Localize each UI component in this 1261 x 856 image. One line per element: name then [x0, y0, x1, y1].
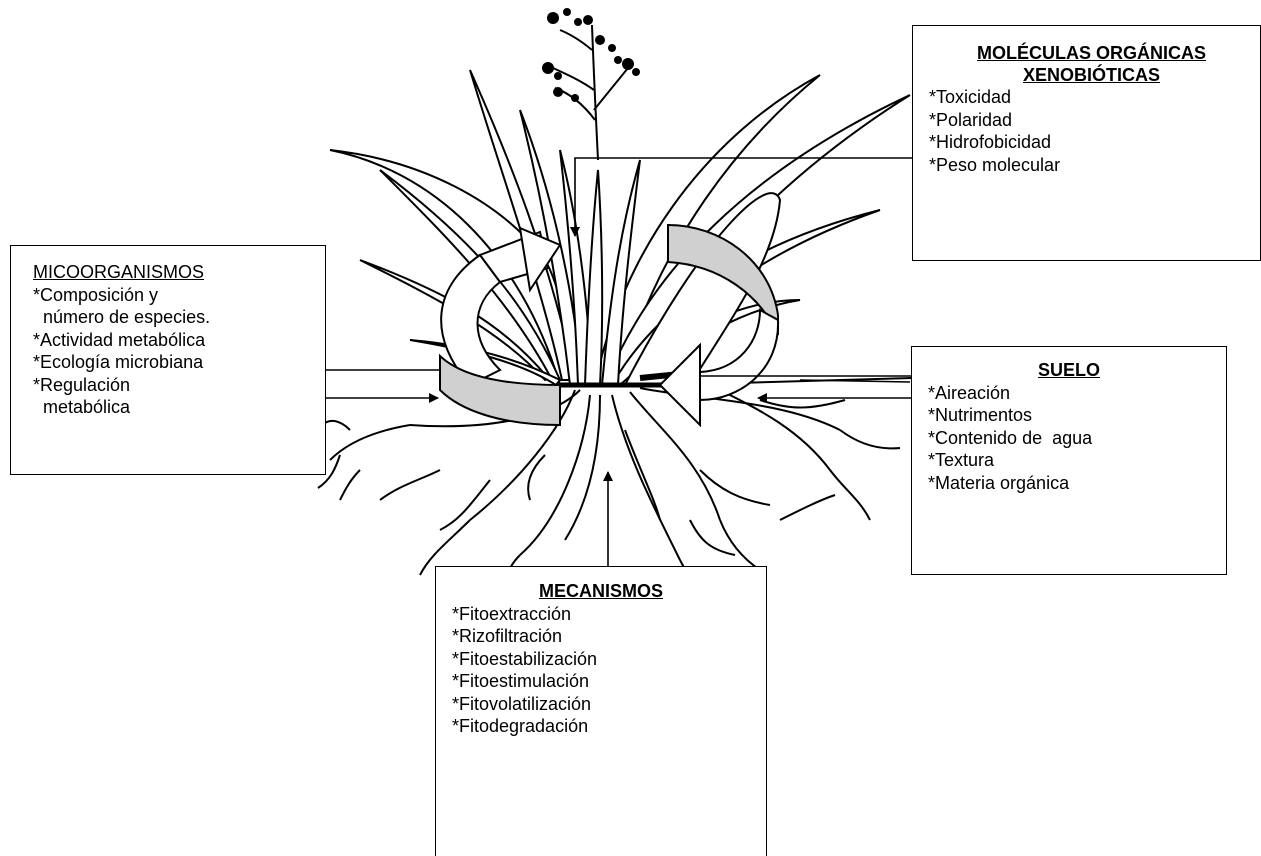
list-item: *Peso molecular — [929, 154, 1260, 177]
list-item: *Polaridad — [929, 109, 1260, 132]
list-item: *Nutrimentos — [928, 404, 1226, 427]
list-item: *Hidrofobicidad — [929, 131, 1260, 154]
list-item: *Ecología microbiana — [33, 351, 325, 374]
molecules-list: *Toxicidad *Polaridad *Hidrofobicidad *P… — [929, 86, 1260, 176]
flower-stalk — [553, 25, 628, 160]
list-item: *Fitodegradación — [452, 715, 766, 738]
soil-title: SUELO — [912, 359, 1226, 382]
microorganisms-title: MICOORGANISMOS — [33, 261, 325, 284]
plant-leaves — [330, 70, 910, 385]
mechanisms-box: MECANISMOS *Fitoextracción *Rizofiltraci… — [435, 566, 767, 856]
molecules-title-line1: MOLÉCULAS ORGÁNICAS — [913, 42, 1260, 64]
list-item: *Fitoestabilización — [452, 648, 766, 671]
list-item: número de especies. — [33, 306, 325, 329]
list-item: *Fitoextracción — [452, 603, 766, 626]
soil-box: SUELO *Aireación *Nutrimentos *Contenido… — [911, 346, 1227, 575]
list-item: *Regulación — [33, 374, 325, 397]
mechanisms-title: MECANISMOS — [436, 580, 766, 603]
soil-list: *Aireación *Nutrimentos *Contenido de ag… — [928, 382, 1226, 495]
list-item: *Rizofiltración — [452, 625, 766, 648]
list-item: *Materia orgánica — [928, 472, 1226, 495]
mechanisms-list: *Fitoextracción *Rizofiltración *Fitoest… — [452, 603, 766, 738]
list-item: *Toxicidad — [929, 86, 1260, 109]
list-item: *Fitoestimulación — [452, 670, 766, 693]
microorganisms-box: MICOORGANISMOS *Composición y número de … — [10, 245, 326, 475]
list-item: *Composición y — [33, 284, 325, 307]
list-item: *Textura — [928, 449, 1226, 472]
list-item: *Actividad metabólica — [33, 329, 325, 352]
list-item: *Fitovolatilización — [452, 693, 766, 716]
list-item: *Contenido de agua — [928, 427, 1226, 450]
list-item: metabólica — [33, 396, 325, 419]
microorganisms-list: *Composición y número de especies. *Acti… — [33, 284, 325, 419]
plant-roots — [318, 388, 900, 595]
list-item: *Aireación — [928, 382, 1226, 405]
molecules-title-line2: XENOBIÓTICAS — [913, 64, 1260, 86]
molecules-box: MOLÉCULAS ORGÁNICAS XENOBIÓTICAS *Toxici… — [912, 25, 1261, 261]
